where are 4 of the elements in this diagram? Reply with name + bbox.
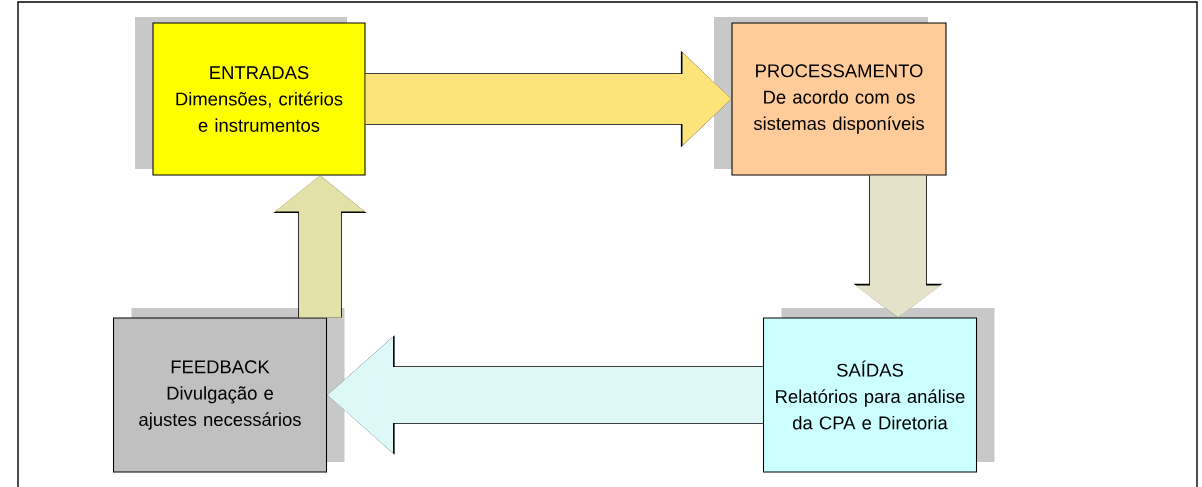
process-box: FEEDBACK Divulgação e ajustes necessários xyxy=(113,308,345,473)
process-box: PROCESSAMENTO De acordo com os sistemas disponíveis xyxy=(714,17,947,176)
process-box: ENTRADAS Dimensões, critérios e instrumentos xyxy=(135,17,366,176)
process-box: SAÍDAS Relatórios para análise da CPA e Diretoria xyxy=(763,308,995,473)
